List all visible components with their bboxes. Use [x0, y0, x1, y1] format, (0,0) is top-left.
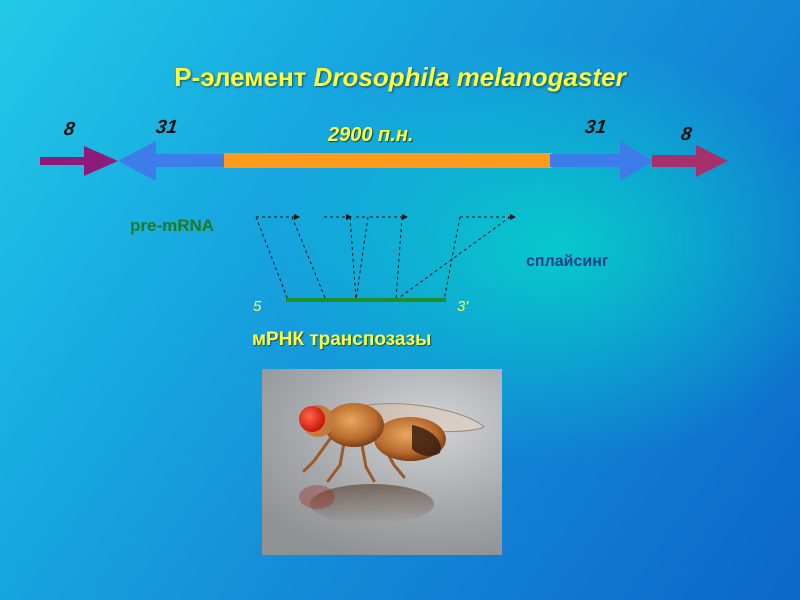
right-terminal-arrow: [652, 145, 728, 177]
splicing-lines: [256, 217, 510, 300]
three-prime-label: 3': [457, 298, 468, 315]
ir-right-label: 31: [583, 117, 607, 139]
transposon-body-bar: [224, 153, 552, 168]
five-prime-label: 5: [253, 298, 261, 315]
left-terminal-arrow: [40, 146, 118, 176]
right-inverted-repeat-arrow: [550, 141, 654, 181]
drosophila-fly-photo: [262, 369, 502, 555]
ir-left-label: 31: [154, 117, 178, 139]
left-inverted-repeat-arrow: [118, 141, 226, 181]
mrna-line: [286, 298, 446, 302]
splicing-arrowheads: [294, 214, 516, 220]
element-length-label: 2900 п.н.: [328, 124, 413, 147]
splicing-label: сплайсинг: [526, 253, 609, 271]
pre-mrna-label: pre-mRNA: [130, 216, 214, 236]
mrna-transposase-label: мРНК транспозазы: [252, 329, 431, 351]
